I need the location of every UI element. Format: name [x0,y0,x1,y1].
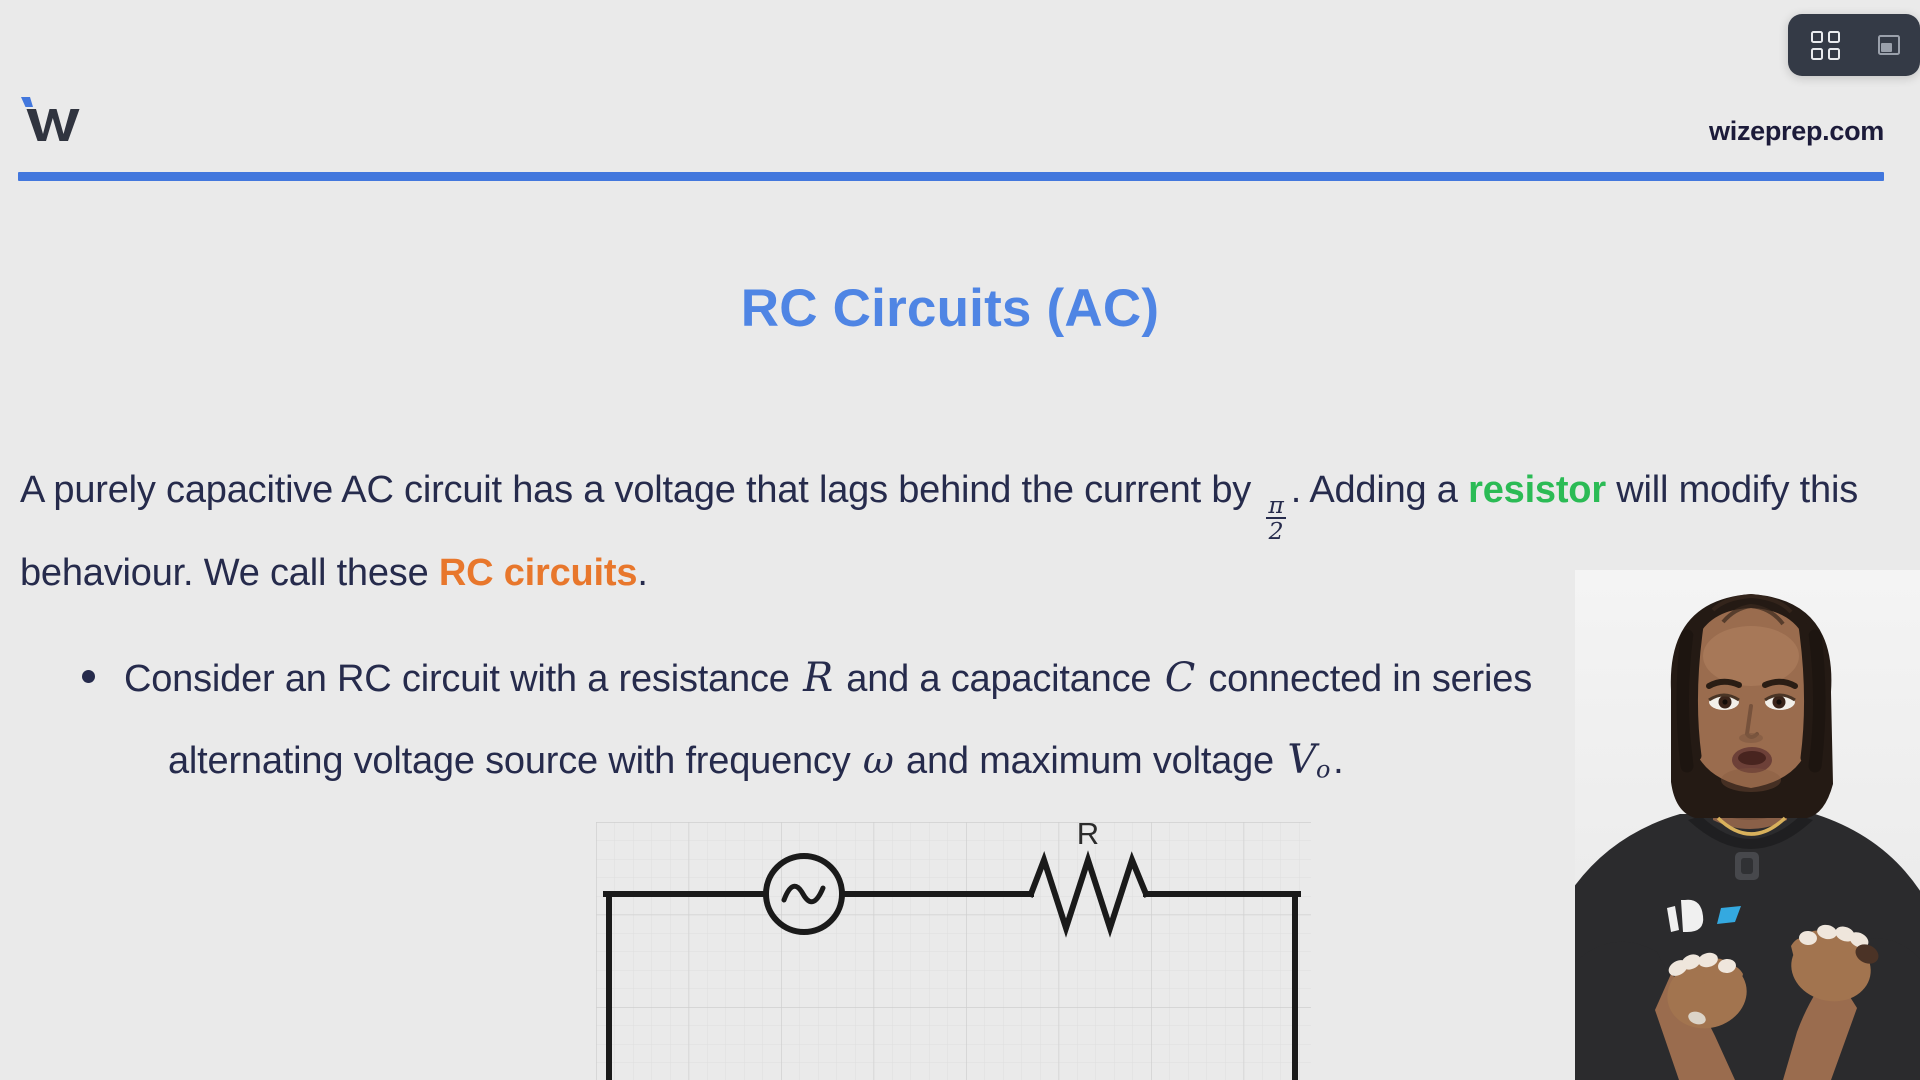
paragraph-text-3: will modify this behaviour. We call thes… [20,469,1859,595]
resistor-label: R [1077,822,1099,851]
bullet-text-2a: alternating voltage source with frequenc… [168,740,861,782]
site-url-label: wizeprep.com [1709,116,1884,146]
intro-paragraph: A purely capacitive AC circuit has a vol… [20,460,1890,604]
math-var-R: R [803,655,833,701]
math-var-C: C [1164,655,1196,701]
presenter-left-hand [1667,952,1747,1029]
page-title: RC Circuits (AC) [740,279,1160,338]
bullet-text-2c: . [1333,740,1344,782]
highlight-resistor: resistor [1468,469,1606,511]
wizeprep-w-logo [20,96,82,142]
bullet-text-2b: and maximum voltage [895,740,1285,782]
math-var-V-nought: Vo [1284,737,1333,783]
ac-sine-wave [781,883,826,905]
instructor-webcam-overlay[interactable] [1575,570,1920,1080]
header-divider-rule [18,172,1884,181]
bullet-text-1c: connected in series [1198,658,1532,700]
list-item: Consider an RC circuit with a resistance… [80,638,1890,810]
fraction-denominator: 2 [1265,517,1287,543]
bullet-text-1b: and a capacitance [835,658,1162,700]
bullet-list: Consider an RC circuit with a resistance… [80,638,1890,810]
picture-in-picture-icon[interactable] [1874,30,1904,60]
slide-header: wizeprep.com [0,0,1920,190]
paragraph-text-4: . [637,552,648,595]
presenter-necklace [1716,816,1787,836]
highlight-rc-circuits: RC circuits [438,552,638,595]
bullet-text-1a: Consider an RC circuit with a resistance [124,658,801,700]
math-var-omega: ω [862,738,894,782]
grid-view-icon[interactable] [1810,30,1840,60]
fraction-numerator: π [1268,491,1284,520]
player-toolbar[interactable] [1788,14,1920,76]
bullet-dot-icon [82,670,95,683]
paragraph-text-2: . Adding a [1290,469,1469,511]
paragraph-text-1: A purely capacitive AC circuit has a vol… [20,469,1262,511]
list-item-continuation: alternating voltage source with frequenc… [124,720,1890,810]
rc-circuit-diagram: R [596,822,1311,1080]
graph-paper-background [596,822,1311,1080]
presenter-right-hand [1791,924,1879,1002]
resistor-symbol [1027,850,1150,938]
math-var-V: V [1287,737,1316,783]
math-var-V-subscript: o [1315,755,1331,784]
